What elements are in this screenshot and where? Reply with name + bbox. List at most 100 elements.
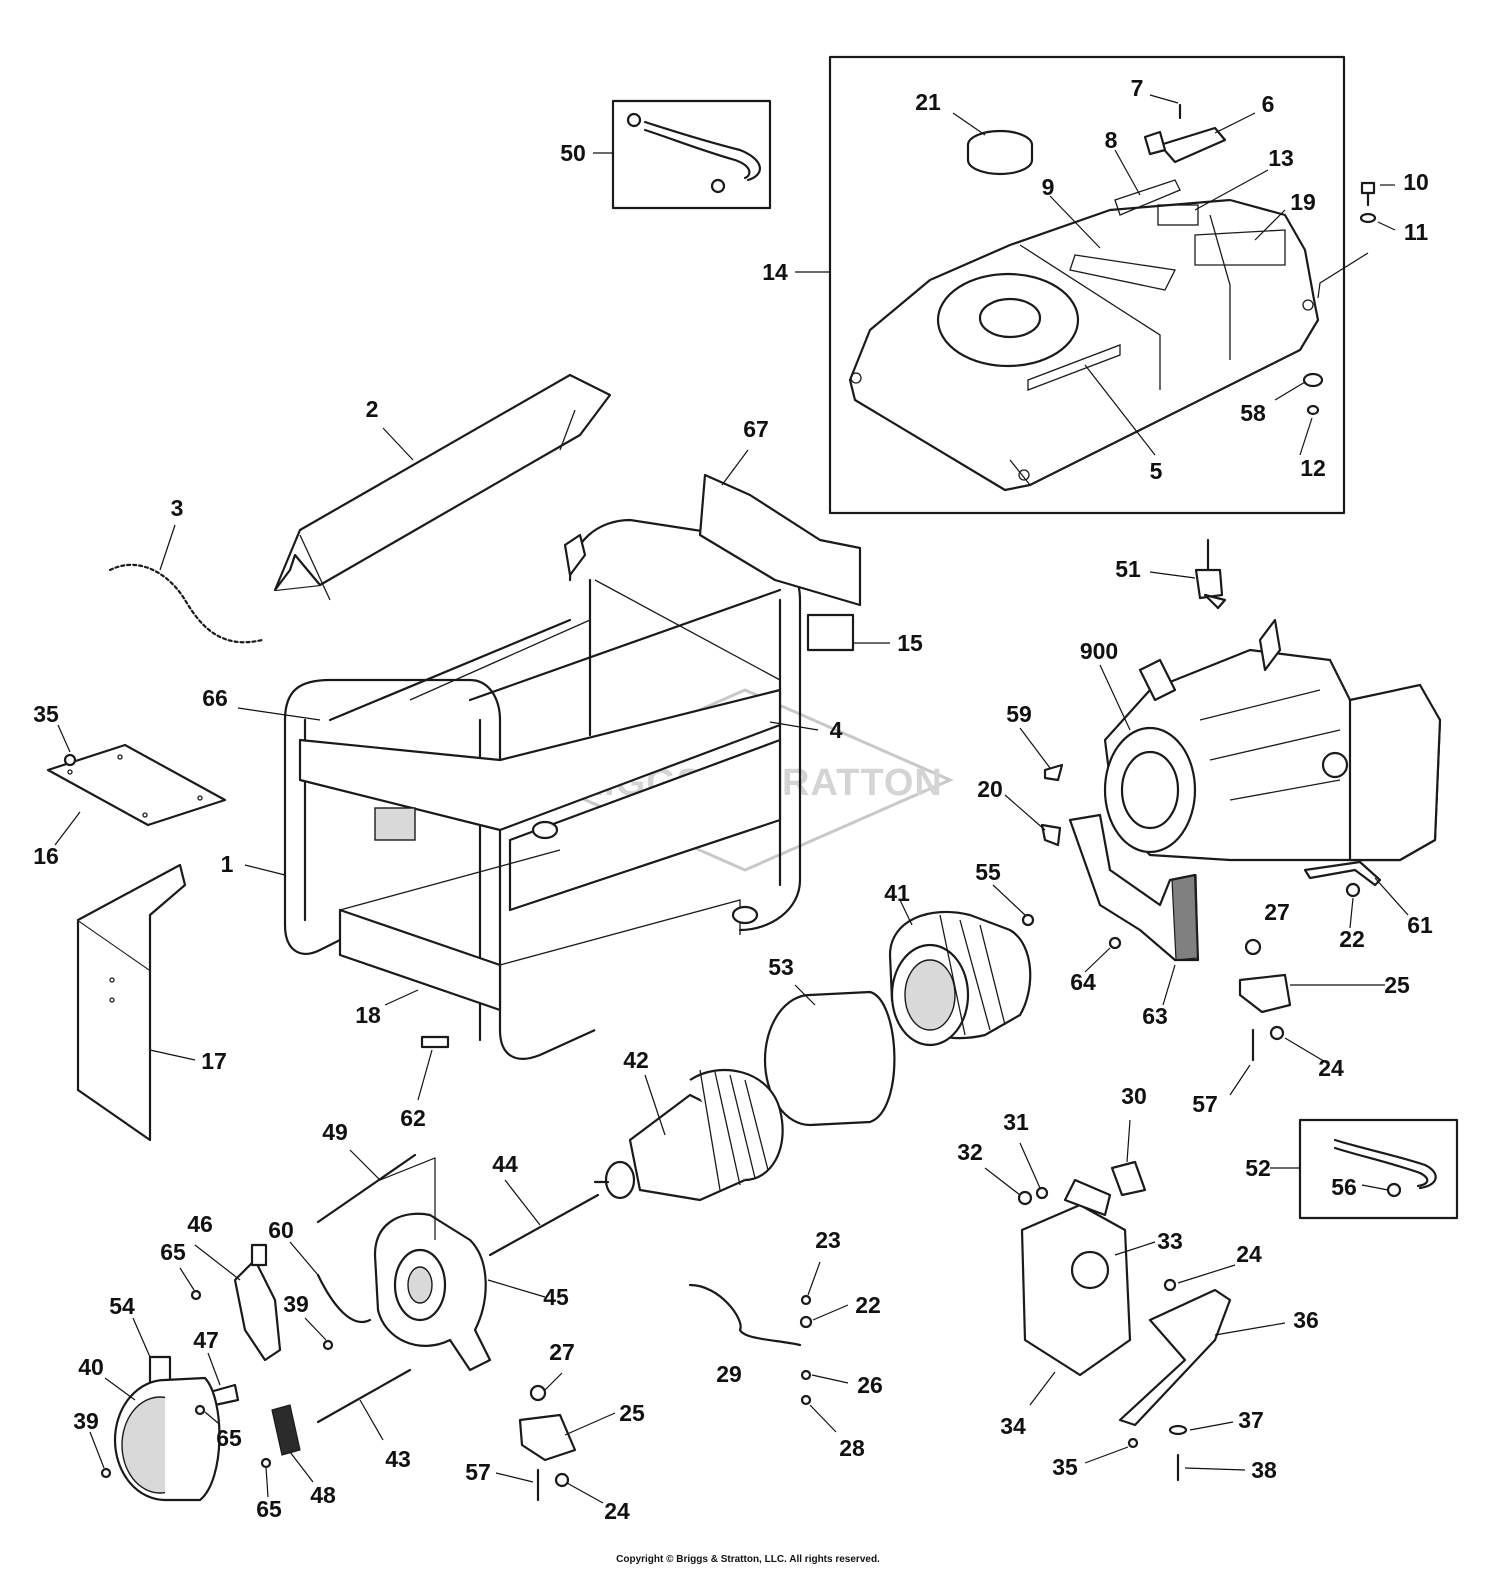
callout-40: 40 — [78, 1354, 104, 1380]
callout-35-a: 35 — [33, 701, 59, 727]
callout-34: 34 — [1000, 1413, 1026, 1439]
callout-38: 38 — [1251, 1457, 1277, 1483]
part-29-ground-wire — [688, 1283, 802, 1347]
part-44-rod — [488, 1193, 600, 1257]
callout-67: 67 — [743, 416, 769, 442]
part-24-nut — [1269, 1025, 1285, 1041]
callout-60: 60 — [268, 1217, 294, 1243]
callout-52: 52 — [1245, 1155, 1271, 1181]
callout-27-b: 27 — [549, 1339, 575, 1365]
part-39-screw-b — [100, 1467, 112, 1479]
callout-37: 37 — [1238, 1407, 1264, 1433]
callout-46: 46 — [187, 1211, 213, 1237]
part-53-band — [763, 990, 896, 1127]
callout-25-a: 25 — [1384, 972, 1410, 998]
part-32-nut — [1017, 1190, 1033, 1206]
callout-39-b: 39 — [73, 1408, 99, 1434]
part-3-corrugated-hose — [108, 563, 264, 644]
callout-2: 2 — [366, 396, 379, 422]
part-31-washer — [1035, 1186, 1049, 1200]
part-2-shroud — [273, 373, 612, 601]
part-48-part — [271, 1404, 301, 1456]
callout-49: 49 — [322, 1119, 348, 1145]
callout-35-b: 35 — [1052, 1454, 1078, 1480]
part-45-end-bell — [373, 1212, 492, 1372]
part-33-muffler — [1020, 1178, 1132, 1377]
part-23-part — [800, 1294, 812, 1306]
part-65-screw-a — [190, 1289, 202, 1301]
callout-19: 19 — [1290, 189, 1316, 215]
callout-43: 43 — [385, 1446, 411, 1472]
callout-41: 41 — [884, 880, 910, 906]
callout-labels: 21 7 6 8 13 9 19 10 11 14 50 58 5 12 2 6… — [33, 75, 1433, 1524]
callout-20: 20 — [977, 776, 1003, 802]
callout-57-a: 57 — [1192, 1091, 1218, 1117]
callout-31: 31 — [1003, 1109, 1029, 1135]
callout-57-b: 57 — [465, 1459, 491, 1485]
callout-12: 12 — [1300, 455, 1326, 481]
callout-64: 64 — [1070, 969, 1096, 995]
callout-25-b: 25 — [619, 1400, 645, 1426]
callout-4: 4 — [830, 717, 843, 743]
callout-24-a: 24 — [1318, 1055, 1344, 1081]
callout-39-a: 39 — [283, 1291, 309, 1317]
part-65-screw-b — [194, 1404, 206, 1416]
callout-59: 59 — [1006, 701, 1032, 727]
callout-21: 21 — [915, 89, 941, 115]
part-15-label — [806, 613, 855, 652]
callout-51: 51 — [1115, 556, 1141, 582]
part-67-decal — [698, 473, 862, 607]
callout-5: 5 — [1150, 458, 1163, 484]
callout-17: 17 — [201, 1048, 227, 1074]
callout-65-b: 65 — [216, 1425, 242, 1451]
callout-62: 62 — [400, 1105, 426, 1131]
part-41-stator — [888, 910, 1032, 1047]
callout-8: 8 — [1105, 127, 1118, 153]
callout-53: 53 — [768, 954, 794, 980]
part-39-screw-a — [322, 1339, 334, 1351]
callout-32: 32 — [957, 1139, 983, 1165]
callout-9: 9 — [1042, 174, 1055, 200]
callout-66: 66 — [202, 685, 228, 711]
part-62-label — [420, 1035, 450, 1049]
callout-24-c: 24 — [1236, 1241, 1262, 1267]
callout-18: 18 — [355, 1002, 381, 1028]
callout-14: 14 — [762, 259, 788, 285]
callout-24-b: 24 — [604, 1498, 630, 1524]
part-20 — [1040, 823, 1062, 847]
callout-36: 36 — [1293, 1307, 1319, 1333]
callout-55: 55 — [975, 859, 1001, 885]
callout-48: 48 — [310, 1482, 336, 1508]
callout-65-a: 65 — [160, 1239, 186, 1265]
callout-30: 30 — [1121, 1083, 1147, 1109]
part-25-mount-b — [518, 1413, 577, 1462]
callout-13: 13 — [1268, 145, 1294, 171]
callout-3: 3 — [171, 495, 184, 521]
leader-lines — [54, 94, 1409, 1504]
callout-15: 15 — [897, 630, 923, 656]
part-900-engine — [1103, 618, 1442, 862]
fuel-tank-assembly — [828, 55, 1377, 515]
callout-44: 44 — [492, 1151, 518, 1177]
callout-50: 50 — [560, 140, 586, 166]
part-35-screw-b — [1127, 1437, 1139, 1449]
part-22-nut-b — [799, 1315, 813, 1329]
fuel-line-kit-box-2 — [1298, 1118, 1459, 1220]
part-22-nut — [1345, 882, 1361, 898]
callout-10: 10 — [1403, 169, 1429, 195]
part-59 — [1043, 763, 1064, 782]
part-64-bolt — [1108, 936, 1122, 950]
callout-6: 6 — [1262, 91, 1275, 117]
part-28-screw — [800, 1394, 812, 1406]
part-27-nut — [1244, 938, 1262, 956]
copyright-notice: Copyright © Briggs & Stratton, LLC. All … — [616, 1554, 880, 1565]
callout-58: 58 — [1240, 400, 1266, 426]
part-24-nut-b — [554, 1472, 570, 1488]
part-25-mount — [1238, 973, 1292, 1014]
part-24-nut-c — [1163, 1278, 1177, 1292]
callout-900: 900 — [1080, 638, 1118, 664]
part-49-rod — [316, 1153, 417, 1224]
callout-11: 11 — [1404, 219, 1429, 245]
callout-63: 63 — [1142, 1003, 1168, 1029]
